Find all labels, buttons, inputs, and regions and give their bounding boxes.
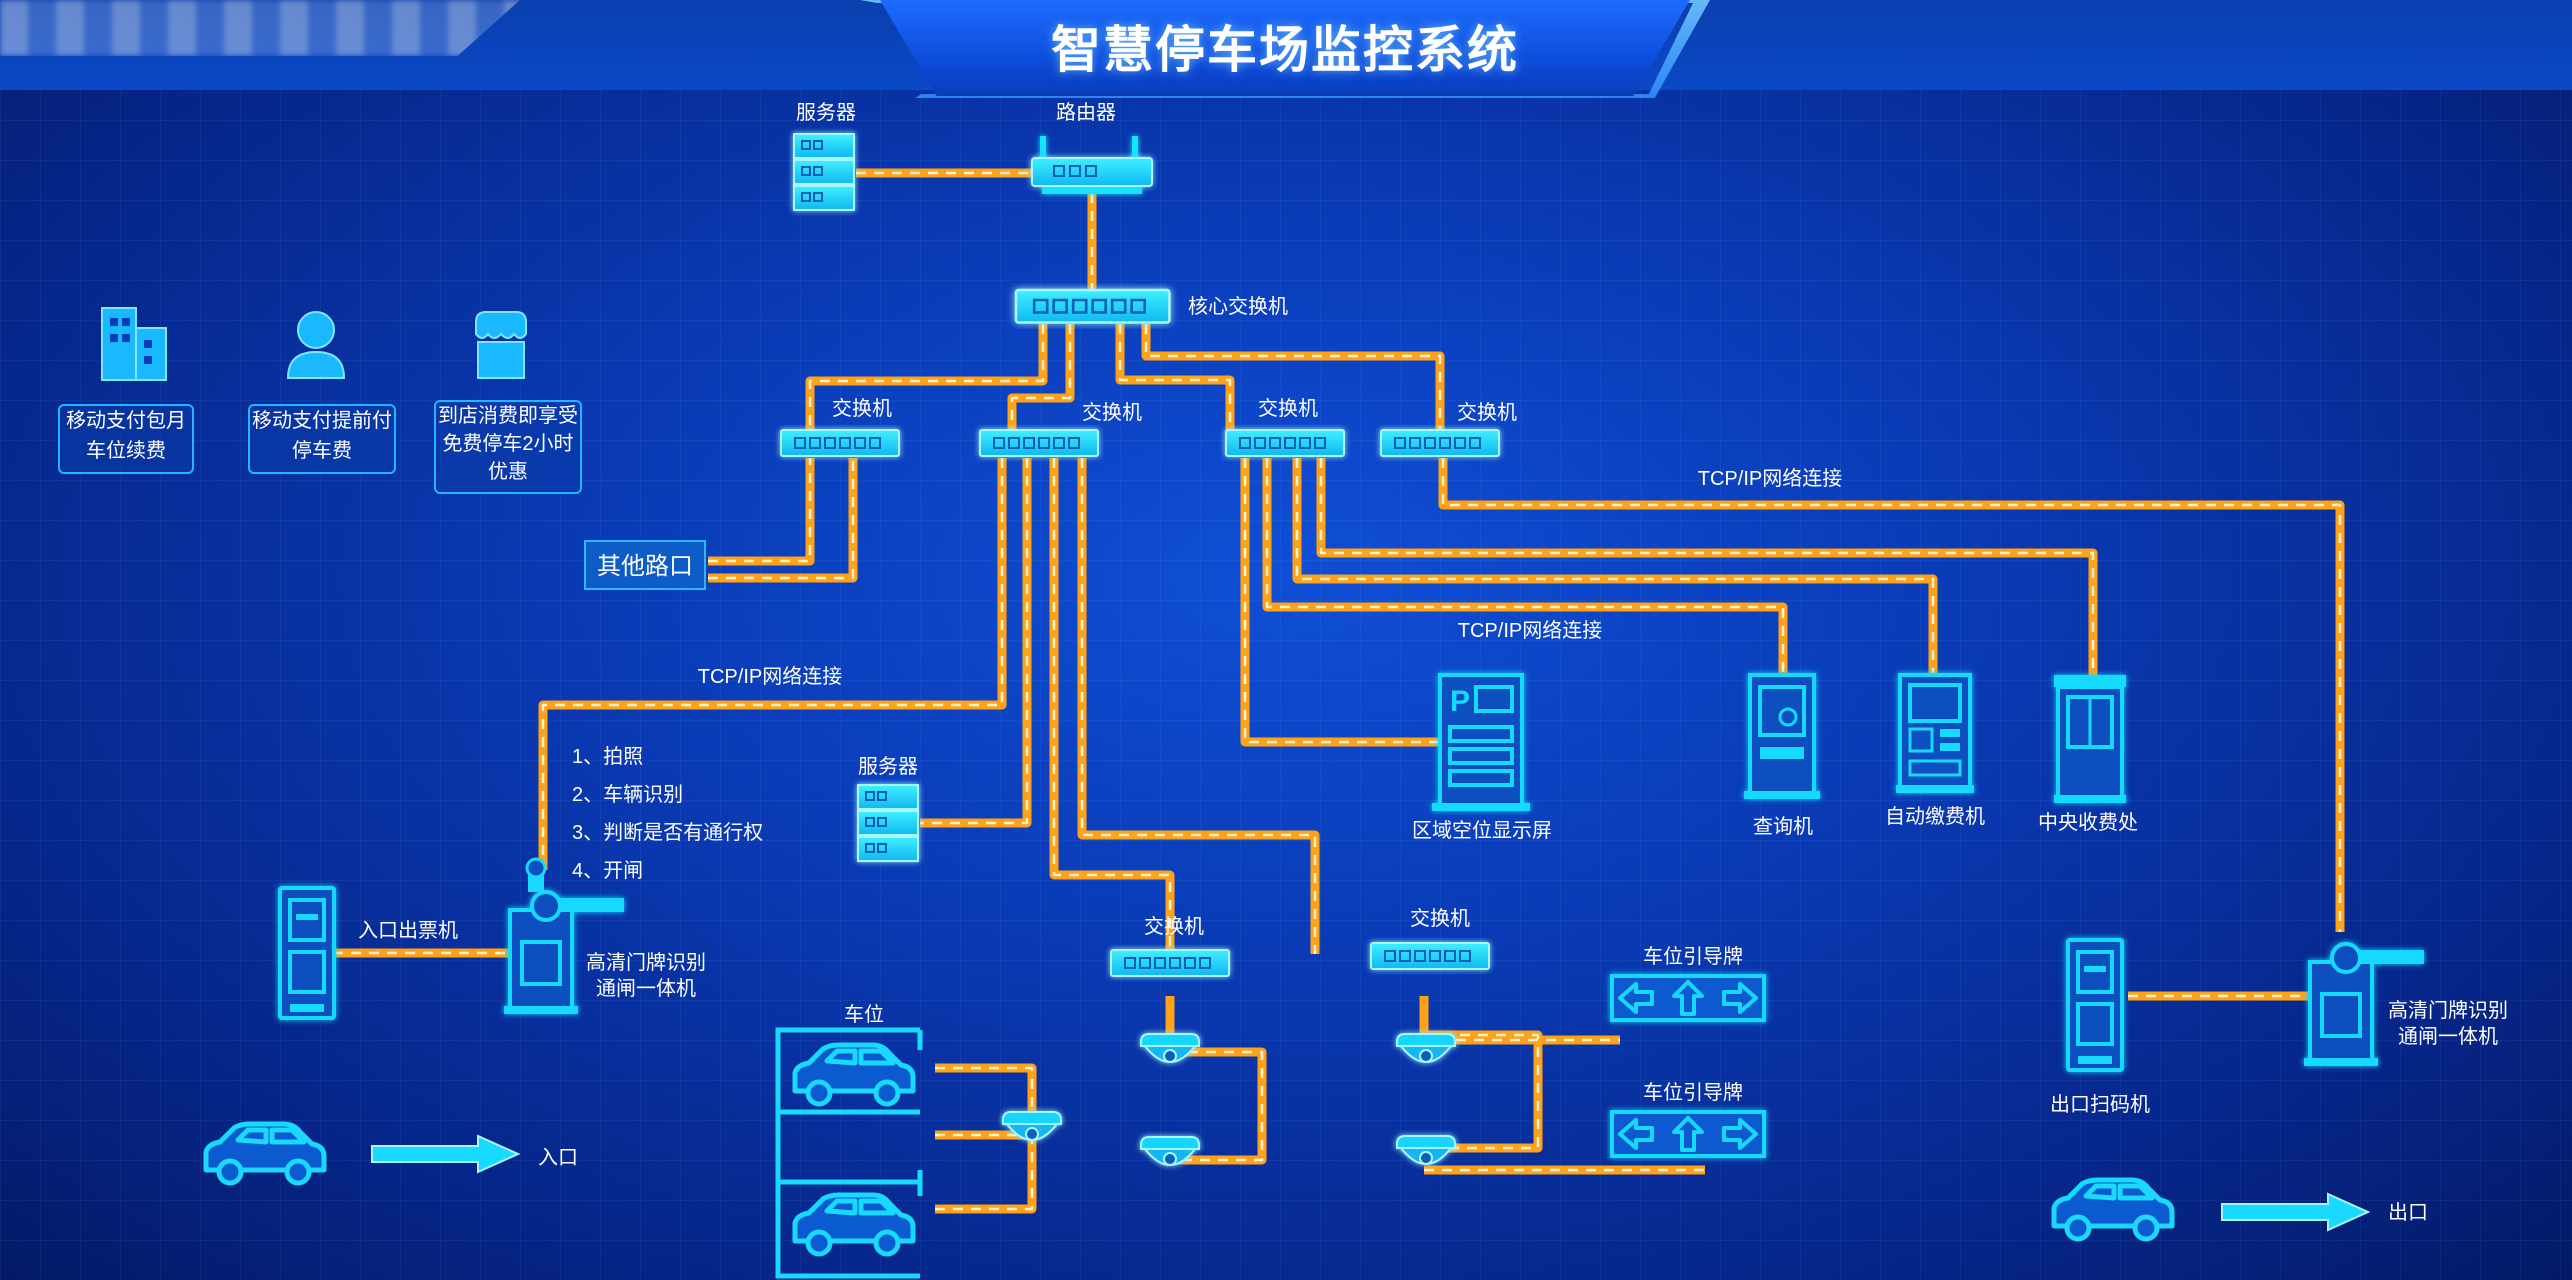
switch-5-label: 交换机 xyxy=(1144,916,1204,938)
car-icon xyxy=(795,1195,913,1254)
area-display-label: 区域空位显示屏 xyxy=(1412,820,1552,842)
switch-2-label: 交换机 xyxy=(1082,402,1142,424)
parking-space-frame xyxy=(775,1027,923,1279)
parking-space-label: 车位 xyxy=(844,1004,884,1026)
exit-scanner-label: 出口扫码机 xyxy=(2050,1094,2150,1116)
switch-4-label: 交换机 xyxy=(1457,402,1517,424)
tcp-connection-label: TCP/IP网络连接 xyxy=(697,666,843,688)
core-switch-label: 核心交换机 xyxy=(1188,296,1288,318)
switch-5-icon xyxy=(1110,949,1230,977)
service-card-monthly: 移动支付包月 车位续费 xyxy=(58,404,194,474)
tcp-connection-label: TCP/IP网络连接 xyxy=(1457,620,1603,642)
svg-text:P: P xyxy=(1450,685,1470,718)
user-icon xyxy=(286,311,346,379)
service-card-free-parking: 到店消费即享受 免费停车2小时 优惠 xyxy=(434,400,582,494)
entry-gate-camera-icon xyxy=(525,857,547,892)
camera-icon xyxy=(1140,1033,1200,1063)
step-label: 2、车辆识别 xyxy=(572,784,684,806)
switch-2-icon xyxy=(979,429,1099,457)
entry-label: 入口 xyxy=(538,1147,578,1169)
guide-sign-2-icon xyxy=(1610,1110,1766,1158)
query-machine-icon xyxy=(1744,673,1820,799)
server-mid-icon xyxy=(857,784,919,862)
network-cables xyxy=(333,168,2345,1214)
blurred-logo xyxy=(0,0,520,56)
car-icon xyxy=(2054,1180,2172,1239)
router-label: 路由器 xyxy=(1056,102,1116,124)
switch-1-icon xyxy=(780,429,900,457)
switch-1-label: 交换机 xyxy=(832,398,892,420)
area-display-icon: P xyxy=(1432,673,1530,811)
guide-sign-2-label: 车位引导牌 xyxy=(1643,1082,1743,1104)
step-label: 1、拍照 xyxy=(572,746,644,768)
page-title: 智慧停车场监控系统 xyxy=(1051,22,1519,78)
guide-sign-1-icon xyxy=(1610,974,1766,1022)
central-toll-label: 中央收费处 xyxy=(2038,812,2138,834)
auto-pay-label: 自动缴费机 xyxy=(1885,806,1985,828)
exit-arrow-icon xyxy=(2221,1193,2369,1231)
guide-sign-1-label: 车位引导牌 xyxy=(1643,946,1743,968)
switch-4-icon xyxy=(1380,429,1500,457)
camera-icon xyxy=(1396,1135,1456,1165)
service-card-prepay: 移动支付提前付 停车费 xyxy=(248,404,396,474)
switch-3-label: 交换机 xyxy=(1258,398,1318,420)
title-plate xyxy=(880,0,1690,96)
car-icon xyxy=(795,1045,913,1104)
server-top-icon xyxy=(793,133,855,211)
entry-arrow-icon xyxy=(371,1135,519,1173)
car-icon xyxy=(206,1124,324,1183)
server-top-label: 服务器 xyxy=(796,102,856,124)
building-icon xyxy=(101,307,167,381)
exit-scanner-icon xyxy=(2066,938,2124,1072)
auto-pay-icon xyxy=(1896,673,1974,793)
exit-gate-label: 高清门牌识别 通闸一体机 xyxy=(2388,1000,2508,1048)
tcp-connection-label: TCP/IP网络连接 xyxy=(1697,468,1843,490)
switch-6-label: 交换机 xyxy=(1410,908,1470,930)
router-icon xyxy=(1031,136,1153,194)
entry-gate-label: 高清门牌识别 通闸一体机 xyxy=(586,952,706,1000)
step-label: 3、判断是否有通行权 xyxy=(572,822,764,844)
entry-ticket-machine-icon xyxy=(278,886,336,1020)
server-mid-label: 服务器 xyxy=(858,756,918,778)
entry-ticket-label: 入口出票机 xyxy=(358,920,458,942)
query-machine-label: 查询机 xyxy=(1753,816,1813,838)
step-label: 4、开闸 xyxy=(572,860,644,882)
switch-3-icon xyxy=(1225,429,1345,457)
exit-label: 出口 xyxy=(2388,1202,2428,1224)
camera-icon xyxy=(1396,1033,1456,1063)
central-toll-icon xyxy=(2054,675,2126,803)
other-junction-label: 其他路口 xyxy=(584,540,706,590)
shop-icon xyxy=(475,311,527,379)
switch-6-icon xyxy=(1370,942,1490,970)
core-switch-icon xyxy=(1014,288,1171,324)
